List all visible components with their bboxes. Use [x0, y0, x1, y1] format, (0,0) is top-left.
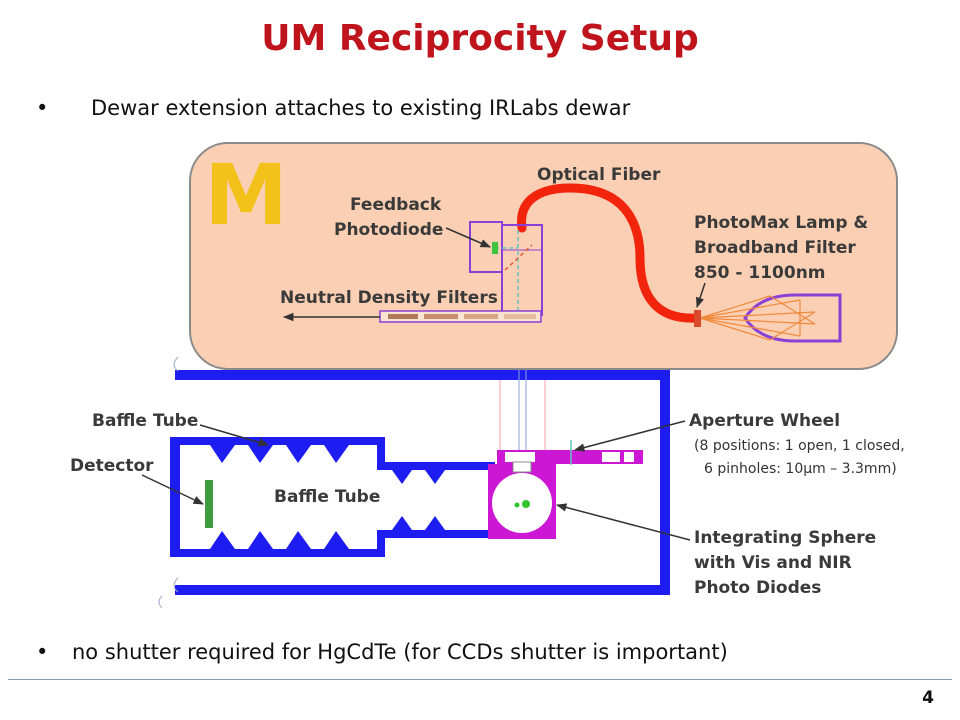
footer-divider [8, 679, 952, 680]
label-baffle-tube-inner: Baffle Tube [274, 487, 380, 507]
label-sphere-3: Photo Diodes [694, 578, 821, 598]
page-title: UM Reciprocity Setup [261, 18, 699, 59]
label-aperture-note-2: 6 pinholes: 10μm – 3.3mm) [704, 461, 897, 477]
bullet-marker: • [36, 640, 49, 664]
label-optical-fiber: Optical Fiber [537, 165, 661, 185]
label-lamp-2: Broadband Filter [694, 238, 856, 258]
leader-arrows [141, 227, 706, 541]
label-lamp-1: PhotoMax Lamp & [694, 213, 868, 233]
detector [205, 480, 213, 528]
label-feedback-photodiode-2: Photodiode [334, 220, 443, 240]
aperture-wheel [497, 440, 643, 465]
label-sphere-1: Integrating Sphere [694, 528, 876, 548]
label-detector: Detector [70, 456, 154, 476]
optical-fiber [517, 183, 702, 323]
neutral-density-filter-bar [379, 310, 542, 323]
photomax-lamp [694, 293, 842, 343]
dewar-cut-marks [158, 356, 179, 609]
bullet-marker: • [36, 96, 49, 120]
label-aperture-note-1: (8 positions: 1 open, 1 closed, [694, 438, 905, 454]
integrating-sphere [488, 461, 556, 539]
feedback-photodiode [492, 242, 498, 254]
bullet-text: Dewar extension attaches to existing IRL… [91, 96, 631, 120]
bullet-text: no shutter required for HgCdTe (for CCDs… [72, 640, 728, 664]
dewar-extension-enclosure [189, 142, 898, 370]
label-feedback-photodiode-1: Feedback [350, 195, 442, 215]
label-nd-filters: Neutral Density Filters [280, 288, 498, 308]
michigan-logo: M [204, 146, 288, 244]
dewar-body [170, 370, 670, 595]
label-aperture-wheel: Aperture Wheel [689, 411, 840, 431]
label-lamp-3: 850 - 1100nm [694, 263, 826, 283]
label-sphere-2: with Vis and NIR [694, 553, 852, 573]
page-number: 4 [922, 688, 934, 708]
label-baffle-tube-outer: Baffle Tube [92, 411, 198, 431]
